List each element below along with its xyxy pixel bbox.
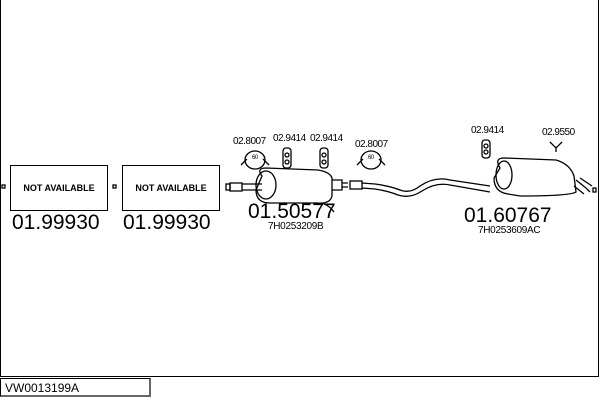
accessory-number[interactable]: 02.9414: [471, 125, 504, 136]
clamp-icon: [240, 150, 270, 170]
diagram-frame: [0, 0, 599, 377]
middle-muffler-icon: [225, 167, 348, 213]
accessory-number[interactable]: 02.8007: [233, 136, 266, 147]
accessory-number[interactable]: 02.9550: [542, 127, 575, 138]
accessory-number[interactable]: 02.9414: [273, 133, 306, 144]
connector-icon: [112, 184, 117, 189]
part-not-available-box: NOT AVAILABLE: [122, 165, 220, 211]
part-number[interactable]: 01.60767: [464, 204, 552, 227]
clamp-size-label: 60: [252, 155, 258, 161]
connecting-pipe-icon: [349, 178, 491, 197]
clamp-size-label: 60: [368, 155, 374, 161]
accessory-number[interactable]: 02.9414: [310, 133, 343, 144]
part-number[interactable]: 01.99930: [12, 211, 100, 234]
accessory-number[interactable]: 02.8007: [355, 139, 388, 150]
connector-icon: [592, 187, 597, 193]
reference-label: VW0013199A: [0, 378, 151, 397]
rear-muffler-icon: [493, 157, 597, 197]
rubber-hanger-icon: [319, 147, 329, 169]
connector-icon: [1, 184, 6, 189]
clamp-icon: [356, 150, 386, 170]
part-number[interactable]: 01.50577: [248, 200, 336, 223]
oe-number: 7H0253209B: [268, 221, 324, 232]
rubber-hanger-icon: [282, 147, 292, 169]
part-number[interactable]: 01.99930: [123, 211, 211, 234]
rubber-hanger-icon: [481, 139, 491, 159]
bracket-icon: [549, 141, 563, 152]
part-not-available-box: NOT AVAILABLE: [10, 165, 108, 211]
oe-number: 7H0253609AC: [478, 225, 541, 236]
